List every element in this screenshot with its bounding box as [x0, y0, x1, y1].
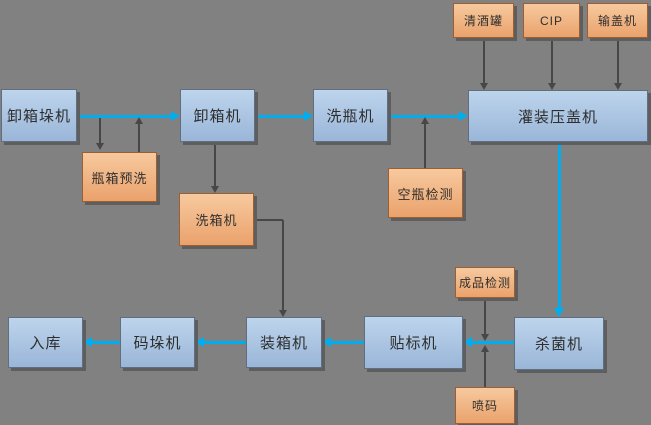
node-labeler: 贴标机 — [364, 316, 463, 369]
node-pre-wash: 瓶箱预洗 — [82, 152, 157, 202]
edge-flow-decrater-to-bottle-washer-line — [255, 114, 304, 118]
node-case-packer-label: 装箱机 — [259, 335, 308, 352]
edge-aux-empty-bottle-inspection-to-line-arrowhead — [421, 117, 429, 124]
edge-flow-decrater-to-bottle-washer-arrowhead — [304, 110, 313, 121]
edge-flow-labeler-to-case-packer-line — [331, 340, 364, 344]
node-bottle-washer-label: 洗瓶机 — [326, 108, 375, 125]
edge-aux-sake-tank-to-filler-arrowhead — [480, 83, 488, 90]
edge-aux-crate-washer-to-case-packer-line — [282, 220, 284, 310]
edge-aux-crate-washer-to-case-packer-arrowhead — [279, 310, 287, 317]
edge-aux-line-to-pre-wash-line — [99, 118, 101, 143]
edge-flow-sterilizer-to-labeler-arrowhead — [463, 336, 472, 347]
node-cip-label: CIP — [539, 13, 563, 28]
edge-flow-case-packer-to-palletizer-arrowhead — [195, 336, 204, 347]
node-product-inspection: 成品检测 — [455, 267, 515, 298]
edge-aux-cap-feeder-to-filler-line — [617, 38, 619, 83]
node-palletizer: 码垛机 — [120, 317, 195, 368]
node-cap-feeder: 输盖机 — [587, 3, 648, 38]
edge-flow-palletizer-to-warehouse-line — [92, 340, 120, 344]
node-palletizer-label: 码垛机 — [133, 335, 182, 352]
node-crate-washer: 洗箱机 — [179, 193, 254, 246]
edge-flow-bottle-washer-to-filler-arrowhead — [459, 110, 468, 121]
node-case-packer: 装箱机 — [246, 317, 322, 368]
node-decrater-label: 卸箱机 — [193, 108, 242, 125]
edge-aux-pre-wash-to-line-arrowhead — [135, 117, 143, 124]
node-sterilizer-label: 杀菌机 — [534, 336, 583, 353]
edge-aux-cip-to-filler-line — [551, 38, 553, 83]
edge-flow-case-packer-to-palletizer-line — [204, 340, 246, 344]
node-pre-wash-label: 瓶箱预洗 — [91, 170, 148, 186]
node-inkjet-coder: 喷码 — [455, 387, 515, 424]
node-empty-bottle-inspection: 空瓶检测 — [388, 168, 463, 218]
node-sake-tank-label: 清酒罐 — [463, 14, 503, 28]
node-empty-bottle-inspection-label: 空瓶检测 — [397, 186, 454, 202]
node-depalletizer-label: 卸箱垛机 — [6, 108, 71, 125]
edge-aux-crate-washer-to-case-packer-line — [254, 219, 283, 221]
node-warehouse: 入库 — [8, 317, 83, 368]
edge-aux-decrater-to-crate-washer-arrowhead — [211, 186, 219, 193]
edge-flow-sterilizer-to-labeler-line — [472, 340, 514, 344]
edge-aux-pre-wash-to-line-line — [138, 124, 140, 152]
node-cip: CIP — [523, 3, 580, 38]
edge-flow-labeler-to-case-packer-arrowhead — [322, 336, 331, 347]
edge-flow-depalletizer-to-decrater-arrowhead — [171, 110, 180, 121]
node-product-inspection-label: 成品检测 — [458, 276, 511, 290]
edge-aux-product-inspection-to-line-line — [484, 298, 486, 334]
edge-aux-inkjet-coder-to-line-arrowhead — [481, 345, 489, 352]
node-bottle-washer: 洗瓶机 — [313, 89, 388, 142]
edge-aux-cip-to-filler-arrowhead — [548, 83, 556, 90]
node-labeler-label: 贴标机 — [389, 335, 438, 352]
node-inkjet-coder-label: 喷码 — [471, 399, 498, 413]
edge-aux-cap-feeder-to-filler-arrowhead — [614, 83, 622, 90]
edge-flow-filler-to-sterilizer-line — [557, 142, 561, 308]
edge-flow-depalletizer-to-decrater-line — [77, 114, 171, 118]
edge-aux-product-inspection-to-line-arrowhead — [481, 334, 489, 341]
node-sterilizer: 杀菌机 — [514, 317, 604, 370]
edge-aux-empty-bottle-inspection-to-line-line — [424, 124, 426, 168]
node-depalletizer: 卸箱垛机 — [1, 89, 77, 142]
node-filler-capper-label: 灌装压盖机 — [517, 108, 598, 126]
node-crate-washer-label: 洗箱机 — [195, 213, 238, 228]
edge-aux-decrater-to-crate-washer-line — [214, 142, 216, 186]
edge-aux-line-to-pre-wash-arrowhead — [96, 143, 104, 150]
node-filler-capper: 灌装压盖机 — [468, 90, 648, 142]
edge-aux-sake-tank-to-filler-line — [483, 38, 485, 83]
edge-aux-inkjet-coder-to-line-line — [484, 352, 486, 387]
node-decrater: 卸箱机 — [180, 89, 255, 142]
node-warehouse-label: 入库 — [29, 335, 62, 352]
node-cap-feeder-label: 输盖机 — [597, 14, 637, 28]
node-sake-tank: 清酒罐 — [453, 3, 514, 38]
edge-flow-palletizer-to-warehouse-arrowhead — [83, 336, 92, 347]
edge-flow-filler-to-sterilizer-arrowhead — [553, 308, 564, 317]
